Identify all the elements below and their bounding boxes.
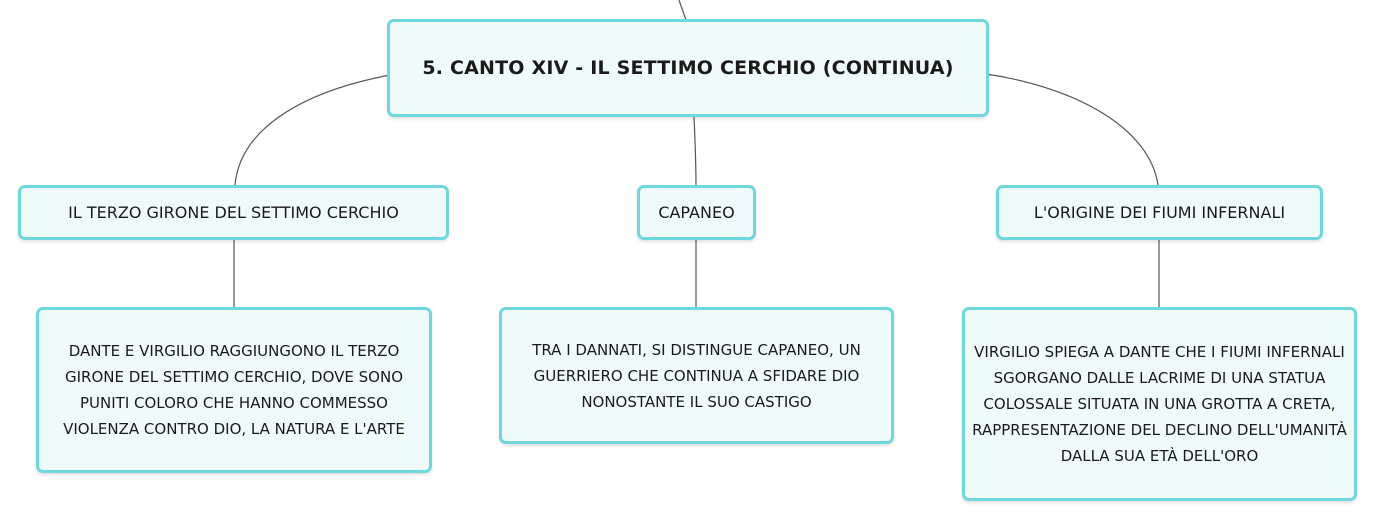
topic-node-origine-fiumi[interactable]: L'ORIGINE DEI FIUMI INFERNALI xyxy=(996,185,1323,240)
root-node[interactable]: 5. CANTO XIV - IL SETTIMO CERCHIO (CONTI… xyxy=(387,19,989,117)
connector-root-topic3 xyxy=(985,73,1159,186)
topic-node-terzo-girone[interactable]: IL TERZO GIRONE DEL SETTIMO CERCHIO xyxy=(18,185,449,240)
detail-node-origine-fiumi[interactable]: VIRGILIO SPIEGA A DANTE CHE I FIUMI INFE… xyxy=(962,307,1357,501)
detail-text: DANTE E VIRGILIO RAGGIUNGONO IL TERZO GI… xyxy=(63,342,405,438)
topic-label: L'ORIGINE DEI FIUMI INFERNALI xyxy=(1033,203,1286,222)
topic-label: CAPANEO xyxy=(658,203,735,222)
detail-node-terzo-girone[interactable]: DANTE E VIRGILIO RAGGIUNGONO IL TERZO GI… xyxy=(36,307,432,473)
detail-text: TRA I DANNATI, SI DISTINGUE CAPANEO, UN … xyxy=(532,340,861,411)
topic-node-capaneo[interactable]: CAPANEO xyxy=(637,185,756,240)
topic-label: IL TERZO GIRONE DEL SETTIMO CERCHIO xyxy=(68,203,399,222)
connector-root-topic1 xyxy=(234,74,391,186)
detail-node-capaneo[interactable]: TRA I DANNATI, SI DISTINGUE CAPANEO, UN … xyxy=(499,307,894,444)
connector-root-topic2 xyxy=(693,116,697,187)
connector-incoming xyxy=(678,0,687,21)
detail-text: VIRGILIO SPIEGA A DANTE CHE I FIUMI INFE… xyxy=(972,343,1347,465)
root-title: 5. CANTO XIV - IL SETTIMO CERCHIO (CONTI… xyxy=(422,57,954,79)
